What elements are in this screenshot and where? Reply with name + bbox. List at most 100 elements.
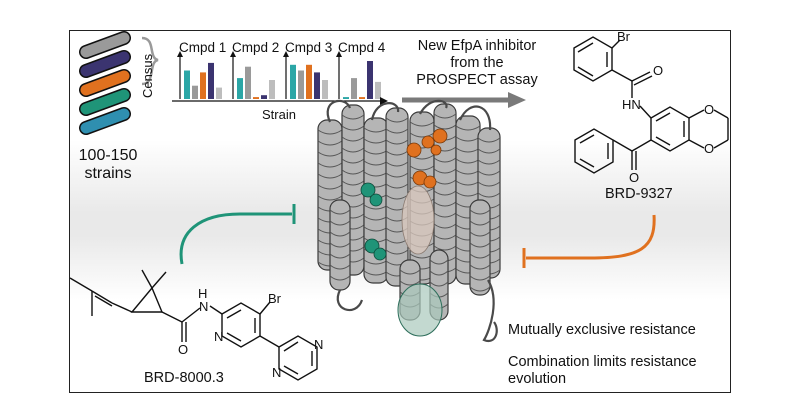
atom-o-ketone: O xyxy=(629,170,640,185)
helix-turn xyxy=(477,148,501,154)
protein-loop xyxy=(458,105,492,131)
census-bar xyxy=(216,87,222,99)
strain-axis-arrowhead xyxy=(380,97,388,105)
helix-turn xyxy=(433,113,457,119)
helix-turn xyxy=(385,128,409,134)
helix-turn xyxy=(385,249,409,255)
atom-n-pyridine: N xyxy=(214,329,224,344)
strains-count: 100-150 xyxy=(78,147,138,164)
census-bar xyxy=(306,64,312,99)
orange-resistance-residue xyxy=(430,144,442,156)
helix-turn xyxy=(341,136,365,142)
protein-loop xyxy=(419,99,448,115)
efpa-protein-structure xyxy=(317,99,501,343)
atom-o-amide: O xyxy=(178,342,189,357)
strain-capsule xyxy=(80,51,130,77)
atom-n-pyrimidine-1: N xyxy=(314,337,324,352)
brd9327-name: BRD-9327 xyxy=(605,186,673,202)
helix-turn xyxy=(329,209,351,215)
brace xyxy=(141,36,159,86)
helix-turn xyxy=(409,132,435,138)
helix-turn xyxy=(469,264,491,270)
helix-turn xyxy=(385,139,409,145)
helix-turn xyxy=(477,170,501,176)
panel-title-cmpd4: Cmpd 4 xyxy=(338,40,386,55)
abstract-frame xyxy=(69,30,731,393)
protein-loop xyxy=(336,289,364,311)
helix-turn xyxy=(341,114,365,120)
atom-o-dioxane-1: O xyxy=(704,102,715,117)
protein-loop xyxy=(482,279,498,343)
assay-title-line1: New EfpA inhibitor xyxy=(417,38,537,54)
helix-turn xyxy=(317,140,343,146)
finding-combination: Combination limits resistance evolution xyxy=(508,354,697,387)
helix-turn xyxy=(317,129,343,135)
panel-y-arrowhead xyxy=(230,51,236,57)
protein-loop xyxy=(326,99,352,123)
helix-turn xyxy=(329,264,351,270)
green-resistance-residue xyxy=(360,182,376,198)
orange-inhibition-arrow xyxy=(526,214,656,260)
strains-word: strains xyxy=(84,165,132,182)
helix-turn xyxy=(433,124,457,130)
panel-title-cmpd1: Cmpd 1 xyxy=(179,40,227,55)
census-bar xyxy=(314,72,320,99)
census-bar xyxy=(253,97,259,99)
brd9327-structure xyxy=(573,36,729,174)
brd8000-name: BRD-8000.3 xyxy=(144,370,224,386)
census-bar xyxy=(322,80,328,99)
green-resistance-residue xyxy=(369,193,383,207)
helix-turn xyxy=(341,180,365,186)
census-bar xyxy=(184,70,190,99)
helix-turn xyxy=(433,168,457,174)
binding-pocket-mesh xyxy=(401,185,435,255)
helix-turn xyxy=(429,270,449,276)
census-bar xyxy=(343,97,349,99)
atom-n-pyrimidine-2: N xyxy=(272,365,282,380)
helix-turn xyxy=(469,286,491,292)
finding-mutually-exclusive: Mutually exclusive resistance xyxy=(508,322,696,338)
helix-turn xyxy=(317,162,343,168)
helix-turn xyxy=(469,253,491,259)
protein-loop xyxy=(370,102,400,121)
census-bar xyxy=(298,70,304,99)
panel-y-arrowhead xyxy=(177,51,183,57)
atom-o-carbonyl: O xyxy=(653,63,664,78)
helix-turn xyxy=(469,231,491,237)
census-bar xyxy=(245,66,251,99)
helix-turn xyxy=(341,169,365,175)
strain-capsules xyxy=(79,31,131,135)
helix-turn xyxy=(469,220,491,226)
helix-turn xyxy=(433,245,457,251)
helix-turn xyxy=(469,242,491,248)
helix-turn xyxy=(385,117,409,123)
green-inhibition-arrow xyxy=(179,212,292,265)
atom-h: H xyxy=(198,286,208,301)
atom-br-top: Br xyxy=(617,29,630,44)
census-bar xyxy=(367,61,373,99)
helix-turn xyxy=(477,192,501,198)
orange-resistance-residue xyxy=(421,135,435,149)
helix-turn xyxy=(409,165,435,171)
helix-turn xyxy=(385,183,409,189)
census-bar xyxy=(261,95,267,99)
orange-resistance-residue xyxy=(432,128,448,144)
helix-turn xyxy=(329,275,351,281)
helix-turn xyxy=(429,281,449,287)
strain-axis-label: Strain xyxy=(262,107,296,122)
helix-turn xyxy=(317,195,343,201)
assay-title-line2: from the xyxy=(450,55,504,71)
green-resistance-residue xyxy=(373,247,387,261)
helix-turn xyxy=(433,223,457,229)
census-axis-label: Census xyxy=(140,53,155,98)
atom-n-amide: N xyxy=(199,299,209,314)
strain-capsule xyxy=(80,108,130,134)
helix-turn xyxy=(341,147,365,153)
brd8000-structure xyxy=(69,269,318,381)
helix-turn xyxy=(409,121,435,127)
helix-turn xyxy=(329,231,351,237)
census-bar xyxy=(208,62,214,99)
assay-title: New EfpA inhibitor from the PROSPECT ass… xyxy=(402,38,552,89)
